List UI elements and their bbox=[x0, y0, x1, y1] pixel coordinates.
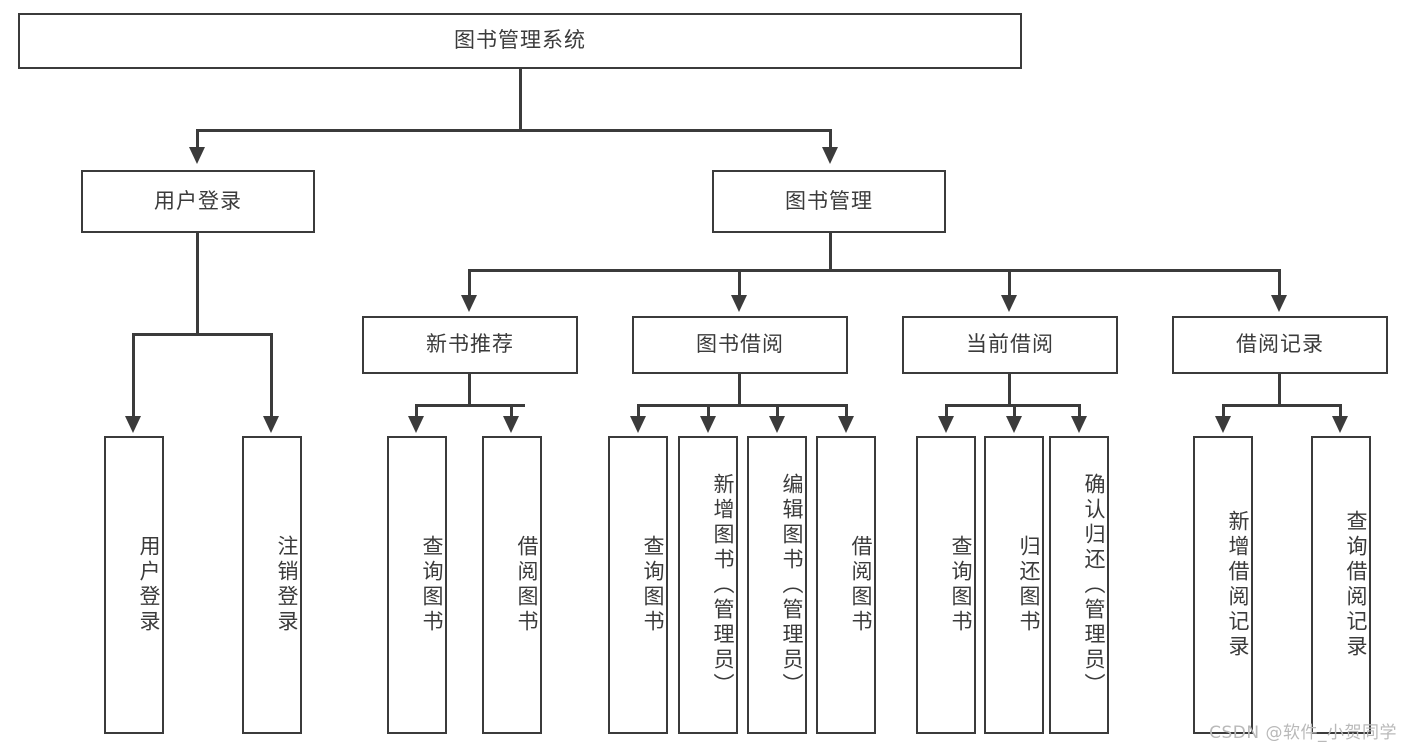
leaf-logout[interactable]: 注销登录 bbox=[242, 436, 302, 734]
leaf-cb-confirm-return-admin[interactable]: 确认归还（管理员） bbox=[1049, 436, 1109, 734]
node-label: 用户登录 bbox=[154, 188, 242, 213]
connector-drop-book-borrow bbox=[738, 269, 741, 297]
arrowhead-current-borrow bbox=[1001, 295, 1017, 312]
arrowhead-bb-leaf-4 bbox=[838, 416, 854, 433]
node-label: 查询借阅记录 bbox=[1344, 510, 1368, 660]
leaf-cb-return-book[interactable]: 归还图书 bbox=[984, 436, 1044, 734]
connector-drop-br-leaf-2 bbox=[1339, 404, 1342, 418]
connector-drop-user-login bbox=[196, 129, 199, 149]
arrowhead-new-book bbox=[461, 295, 477, 312]
node-label: 新增借阅记录 bbox=[1226, 510, 1250, 660]
node-label: 图书借阅 bbox=[696, 332, 784, 357]
node-label: 归还图书 bbox=[1017, 535, 1041, 635]
arrowhead-nb-leaf-2 bbox=[503, 416, 519, 433]
connector-drop-nb-leaf-1 bbox=[415, 404, 418, 418]
leaf-cb-query-book[interactable]: 查询图书 bbox=[916, 436, 976, 734]
arrowhead-bb-leaf-2 bbox=[700, 416, 716, 433]
arrowhead-leaf-logout bbox=[263, 416, 279, 433]
arrowhead-user-login bbox=[189, 147, 205, 164]
arrowhead-nb-leaf-1 bbox=[408, 416, 424, 433]
connector-drop-cb-leaf-1 bbox=[945, 404, 948, 418]
connector-stem-user-login bbox=[196, 233, 199, 335]
connector-bus-user-login-leaves bbox=[132, 333, 272, 336]
connector-drop-cb-leaf-3 bbox=[1078, 404, 1081, 418]
arrowhead-leaf-user-login bbox=[125, 416, 141, 433]
leaf-bb-edit-book-admin[interactable]: 编辑图书（管理员） bbox=[747, 436, 807, 734]
node-borrow-record[interactable]: 借阅记录 bbox=[1172, 316, 1388, 374]
connector-drop-cb-leaf-2 bbox=[1013, 404, 1016, 418]
node-current-borrow[interactable]: 当前借阅 bbox=[902, 316, 1118, 374]
arrowhead-br-leaf-1 bbox=[1215, 416, 1231, 433]
connector-bus-book-borrow-leaves bbox=[637, 404, 847, 407]
connector-drop-bb-leaf-3 bbox=[776, 404, 779, 418]
node-label: 借阅图书 bbox=[515, 535, 539, 635]
connector-drop-bb-leaf-2 bbox=[707, 404, 710, 418]
arrowhead-book-borrow bbox=[731, 295, 747, 312]
arrowhead-bb-leaf-1 bbox=[630, 416, 646, 433]
node-root-book-management-system[interactable]: 图书管理系统 bbox=[18, 13, 1022, 69]
node-label: 图书管理系统 bbox=[454, 28, 586, 53]
node-label: 注销登录 bbox=[275, 535, 299, 635]
connector-stem-book-management bbox=[829, 233, 832, 271]
connector-drop-book-management bbox=[829, 129, 832, 149]
node-label: 借阅记录 bbox=[1236, 332, 1324, 357]
node-label: 查询图书 bbox=[641, 535, 665, 635]
connector-root-stem bbox=[519, 69, 522, 131]
node-label: 用户登录 bbox=[137, 535, 161, 635]
node-label: 新增图书（管理员） bbox=[711, 472, 735, 698]
leaf-bb-add-book-admin[interactable]: 新增图书（管理员） bbox=[678, 436, 738, 734]
connector-drop-leaf-user-login bbox=[132, 333, 135, 418]
node-user-login[interactable]: 用户登录 bbox=[81, 170, 315, 233]
node-label: 新书推荐 bbox=[426, 332, 514, 357]
node-label: 当前借阅 bbox=[966, 332, 1054, 357]
node-book-borrow[interactable]: 图书借阅 bbox=[632, 316, 848, 374]
node-book-management[interactable]: 图书管理 bbox=[712, 170, 946, 233]
connector-stem-new-book-leaves bbox=[468, 374, 471, 406]
connector-bus-new-book-leaves bbox=[415, 404, 525, 407]
arrowhead-bb-leaf-3 bbox=[769, 416, 785, 433]
node-label: 查询图书 bbox=[949, 535, 973, 635]
leaf-nb-query-book[interactable]: 查询图书 bbox=[387, 436, 447, 734]
connector-level2-bus bbox=[196, 129, 832, 132]
connector-drop-bb-leaf-4 bbox=[845, 404, 848, 418]
node-label: 图书管理 bbox=[785, 188, 873, 213]
leaf-bb-query-book[interactable]: 查询图书 bbox=[608, 436, 668, 734]
arrowhead-book-management bbox=[822, 147, 838, 164]
leaf-br-add-record[interactable]: 新增借阅记录 bbox=[1193, 436, 1253, 734]
csdn-watermark: CSDN @软件_小贺同学 bbox=[1209, 723, 1397, 743]
connector-stem-current-borrow-leaves bbox=[1008, 374, 1011, 406]
node-label: 查询图书 bbox=[420, 535, 444, 635]
connector-drop-nb-leaf-2 bbox=[510, 404, 513, 418]
leaf-br-query-record[interactable]: 查询借阅记录 bbox=[1311, 436, 1371, 734]
arrowhead-cb-leaf-3 bbox=[1071, 416, 1087, 433]
connector-bus-current-borrow-leaves bbox=[945, 404, 1080, 407]
arrowhead-cb-leaf-1 bbox=[938, 416, 954, 433]
connector-drop-bb-leaf-1 bbox=[637, 404, 640, 418]
node-new-book-recommend[interactable]: 新书推荐 bbox=[362, 316, 578, 374]
connector-drop-leaf-logout bbox=[270, 333, 273, 418]
connector-bus-borrow-record-leaves bbox=[1222, 404, 1341, 407]
connector-bus-level3 bbox=[468, 269, 1281, 272]
node-label: 确认归还（管理员） bbox=[1082, 472, 1106, 698]
connector-drop-new-book bbox=[468, 269, 471, 297]
arrowhead-borrow-record bbox=[1271, 295, 1287, 312]
node-label: 编辑图书（管理员） bbox=[780, 472, 804, 698]
arrowhead-cb-leaf-2 bbox=[1006, 416, 1022, 433]
connector-drop-borrow-record bbox=[1278, 269, 1281, 297]
leaf-nb-borrow-book[interactable]: 借阅图书 bbox=[482, 436, 542, 734]
leaf-bb-borrow-book[interactable]: 借阅图书 bbox=[816, 436, 876, 734]
node-label: 借阅图书 bbox=[849, 535, 873, 635]
connector-drop-br-leaf-1 bbox=[1222, 404, 1225, 418]
connector-drop-current-borrow bbox=[1008, 269, 1011, 297]
arrowhead-br-leaf-2 bbox=[1332, 416, 1348, 433]
connector-stem-book-borrow-leaves bbox=[738, 374, 741, 406]
leaf-user-login[interactable]: 用户登录 bbox=[104, 436, 164, 734]
connector-stem-borrow-record-leaves bbox=[1278, 374, 1281, 406]
